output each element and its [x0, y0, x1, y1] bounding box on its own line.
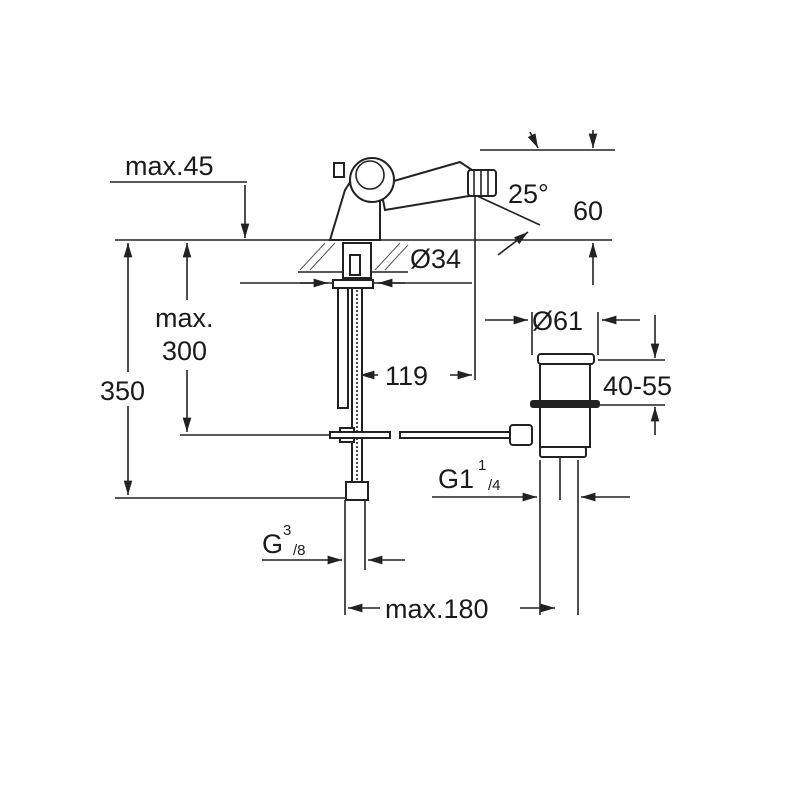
label-g3-8: G 3 /8 — [262, 522, 306, 559]
label-g1-1-4: G1 1 /4 — [438, 457, 501, 494]
label-max45: max.45 — [125, 151, 214, 181]
label-119: 119 — [385, 361, 428, 391]
bidet-mixer — [328, 157, 497, 501]
label-max180: max.180 — [385, 594, 489, 624]
svg-text:/4: /4 — [488, 477, 501, 494]
svg-text:1: 1 — [478, 457, 486, 474]
label-40-55: 40-55 — [603, 371, 672, 401]
label-max300-line2: 300 — [162, 336, 207, 366]
svg-text:G: G — [262, 529, 283, 559]
label-angle-25: 25° — [508, 179, 549, 209]
label-max300-line1: max. — [155, 303, 214, 333]
label-60: 60 — [573, 196, 603, 226]
dimension-labels: max.45 350 max. 300 Ø34 25° 60 119 Ø61 4… — [98, 151, 672, 624]
label-diameter-61: Ø61 — [532, 306, 583, 336]
dimension-arrows — [123, 130, 660, 613]
svg-text:3: 3 — [283, 522, 291, 539]
pop-up-waste — [329, 353, 600, 500]
label-diameter-34: Ø34 — [410, 244, 461, 274]
svg-text:G1: G1 — [438, 464, 474, 494]
svg-text:/8: /8 — [293, 542, 306, 559]
label-350: 350 — [100, 376, 145, 406]
